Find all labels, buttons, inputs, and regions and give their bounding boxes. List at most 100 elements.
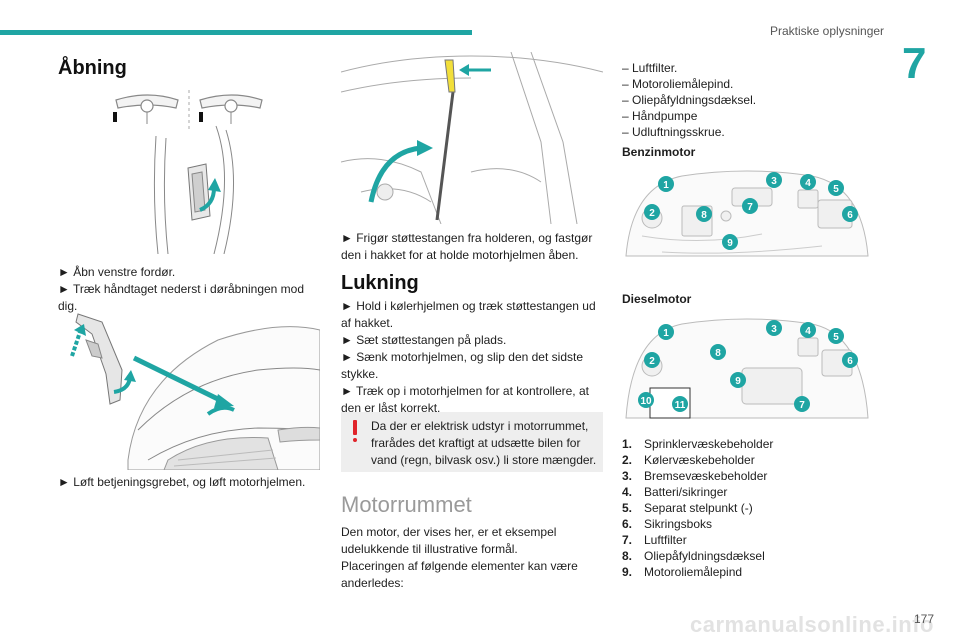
callout-badge bbox=[766, 172, 782, 188]
callout-number: 8 bbox=[715, 348, 721, 359]
warning-box: Da der er elektrisk udstyr i motorrummet… bbox=[341, 412, 603, 472]
step-pull-handle: ► Træk håndtaget nederst i døråbningen m… bbox=[58, 282, 305, 313]
legend-text: Oliepåfyldningsdæksel bbox=[644, 549, 765, 563]
figure-hood-lever bbox=[58, 310, 320, 470]
list-item: – Oliepåfyldningsdæksel. bbox=[622, 93, 757, 107]
label-diesel-engine: Dieselmotor bbox=[622, 292, 692, 306]
callout-badge bbox=[672, 396, 688, 412]
callout-number: 10 bbox=[640, 396, 652, 407]
list-item: – Motoroliemålepind. bbox=[622, 77, 734, 91]
engine-intro-line: Den motor, der vises her, er et eksempel… bbox=[341, 525, 557, 556]
warning-icon bbox=[352, 420, 358, 442]
callout-number: 1 bbox=[663, 328, 669, 339]
callout-number: 1 bbox=[663, 180, 669, 191]
figure-petrol-engine: 1 2 3 4 5 6 7 8 9 bbox=[622, 166, 872, 262]
watermark: carmanualsonline.info bbox=[690, 612, 934, 637]
callout-number: 5 bbox=[833, 184, 839, 195]
legend-number: 6. bbox=[622, 517, 633, 531]
legend-text: Kølervæskebeholder bbox=[644, 453, 755, 467]
callout-number: 2 bbox=[649, 356, 655, 367]
text-close-steps: ► Hold i kølerhjelmen og træk støttestan… bbox=[341, 298, 603, 417]
top-accent-bar bbox=[0, 30, 472, 35]
page-number: 177 bbox=[914, 612, 935, 626]
engine-intro-line: Placeringen af følgende elementer kan væ… bbox=[341, 559, 578, 590]
text-open-steps: ► Åbn venstre fordør. ► Træk håndtaget n… bbox=[58, 264, 318, 315]
callout-badge bbox=[710, 344, 726, 360]
callout-badge bbox=[658, 324, 674, 340]
legend-number: 4. bbox=[622, 485, 633, 499]
legend-item: 1. Sprinklervæskebeholder bbox=[622, 436, 773, 452]
callout-badge bbox=[800, 174, 816, 190]
text-engine-intro: Den motor, der vises her, er et eksempel… bbox=[341, 524, 603, 592]
legend-item: 4. Batteri/sikringer bbox=[622, 484, 773, 500]
legend-number: 1. bbox=[622, 437, 633, 451]
close-step: ► Sæt støttestangen på plads. bbox=[341, 333, 507, 347]
figure-support-rod bbox=[341, 52, 603, 224]
legend-item: 8. Oliepåfyldningsdæksel bbox=[622, 548, 773, 564]
legend-number: 5. bbox=[622, 501, 633, 515]
heading-engine-bay: Motorrummet bbox=[341, 492, 472, 517]
callout-number: 9 bbox=[735, 376, 741, 387]
callout-number: 2 bbox=[649, 208, 655, 219]
label-petrol-engine: Benzinmotor bbox=[622, 145, 696, 159]
callout-badge bbox=[828, 328, 844, 344]
callout-badge bbox=[644, 352, 660, 368]
legend-text: Luftfilter bbox=[644, 533, 687, 547]
component-legend: 1. Sprinklervæskebeholder 2. Kølervæskebeho… bbox=[622, 436, 773, 580]
legend-text: Bremsevæskebeholder bbox=[644, 469, 768, 483]
callout-badge bbox=[842, 206, 858, 222]
close-step: ► Træk op i motorhjelmen for at kontroll… bbox=[341, 384, 589, 415]
callout-badge bbox=[644, 204, 660, 220]
heading-opening: Åbning bbox=[58, 57, 127, 79]
callout-badge bbox=[638, 392, 654, 408]
callout-badge bbox=[742, 198, 758, 214]
legend-number: 9. bbox=[622, 565, 633, 579]
callout-number: 4 bbox=[805, 326, 811, 337]
legend-text: Batteri/sikringer bbox=[644, 485, 728, 499]
list-item: – Udluftningsskrue. bbox=[622, 125, 725, 139]
callout-number: 7 bbox=[747, 202, 753, 213]
warning-text: Da der er elektrisk udstyr i motorrummet… bbox=[371, 419, 597, 467]
list-item: – Luftfilter. bbox=[622, 61, 678, 75]
text-release-rod: ► Frigør støttestangen fra holderen, og … bbox=[341, 231, 593, 262]
callout-number: 11 bbox=[675, 400, 686, 411]
chapter-number: 7 bbox=[902, 39, 927, 88]
callout-number: 6 bbox=[847, 210, 853, 221]
text-lift-lever: ► Løft betjeningsgrebet, og løft motorhj… bbox=[58, 475, 306, 489]
callout-badge bbox=[658, 176, 674, 192]
legend-number: 7. bbox=[622, 533, 633, 547]
legend-item: 2. Kølervæskebeholder bbox=[622, 452, 773, 468]
legend-text: Separat stelpunkt (-) bbox=[644, 501, 753, 515]
legend-number: 2. bbox=[622, 453, 633, 467]
close-step: ► Sænk motorhjelmen, og slip den det sid… bbox=[341, 350, 583, 381]
callout-badge bbox=[722, 234, 738, 250]
callout-badge bbox=[828, 180, 844, 196]
legend-number: 3. bbox=[622, 469, 633, 483]
legend-text: Motoroliemålepind bbox=[644, 565, 743, 579]
legend-item: 6.Sikringsboks bbox=[622, 516, 773, 532]
callout-badge bbox=[842, 352, 858, 368]
callout-number: 7 bbox=[799, 400, 805, 411]
legend-item: 9. Motoroliemålepind bbox=[622, 564, 773, 580]
heading-closing: Lukning bbox=[341, 272, 419, 294]
callout-number: 8 bbox=[701, 210, 707, 221]
legend-number: 8. bbox=[622, 549, 633, 563]
legend-item: 7. Luftfilter bbox=[622, 532, 773, 548]
callout-badge bbox=[696, 206, 712, 222]
component-list: – Luftfilter. – Motoroliemålepind. – Oli… bbox=[622, 60, 756, 140]
legend-item: 3. Bremsevæskebeholder bbox=[622, 468, 773, 484]
callout-number: 5 bbox=[833, 332, 839, 343]
legend-item: 5. Separat stelpunkt (-) bbox=[622, 500, 773, 516]
figure-door-release bbox=[96, 86, 302, 254]
callout-number: 3 bbox=[771, 324, 777, 335]
callout-badge bbox=[794, 396, 810, 412]
callout-badge bbox=[800, 322, 816, 338]
callout-number: 4 bbox=[805, 178, 811, 189]
callout-number: 3 bbox=[771, 176, 777, 187]
step-open-door: ► Åbn venstre fordør. bbox=[58, 265, 176, 279]
legend-text: Sprinklervæskebeholder bbox=[644, 437, 774, 451]
section-title: Praktiske oplysninger bbox=[770, 24, 885, 38]
close-step: ► Hold i kølerhjelmen og træk støttestan… bbox=[341, 299, 596, 330]
callout-number: 9 bbox=[727, 238, 733, 249]
